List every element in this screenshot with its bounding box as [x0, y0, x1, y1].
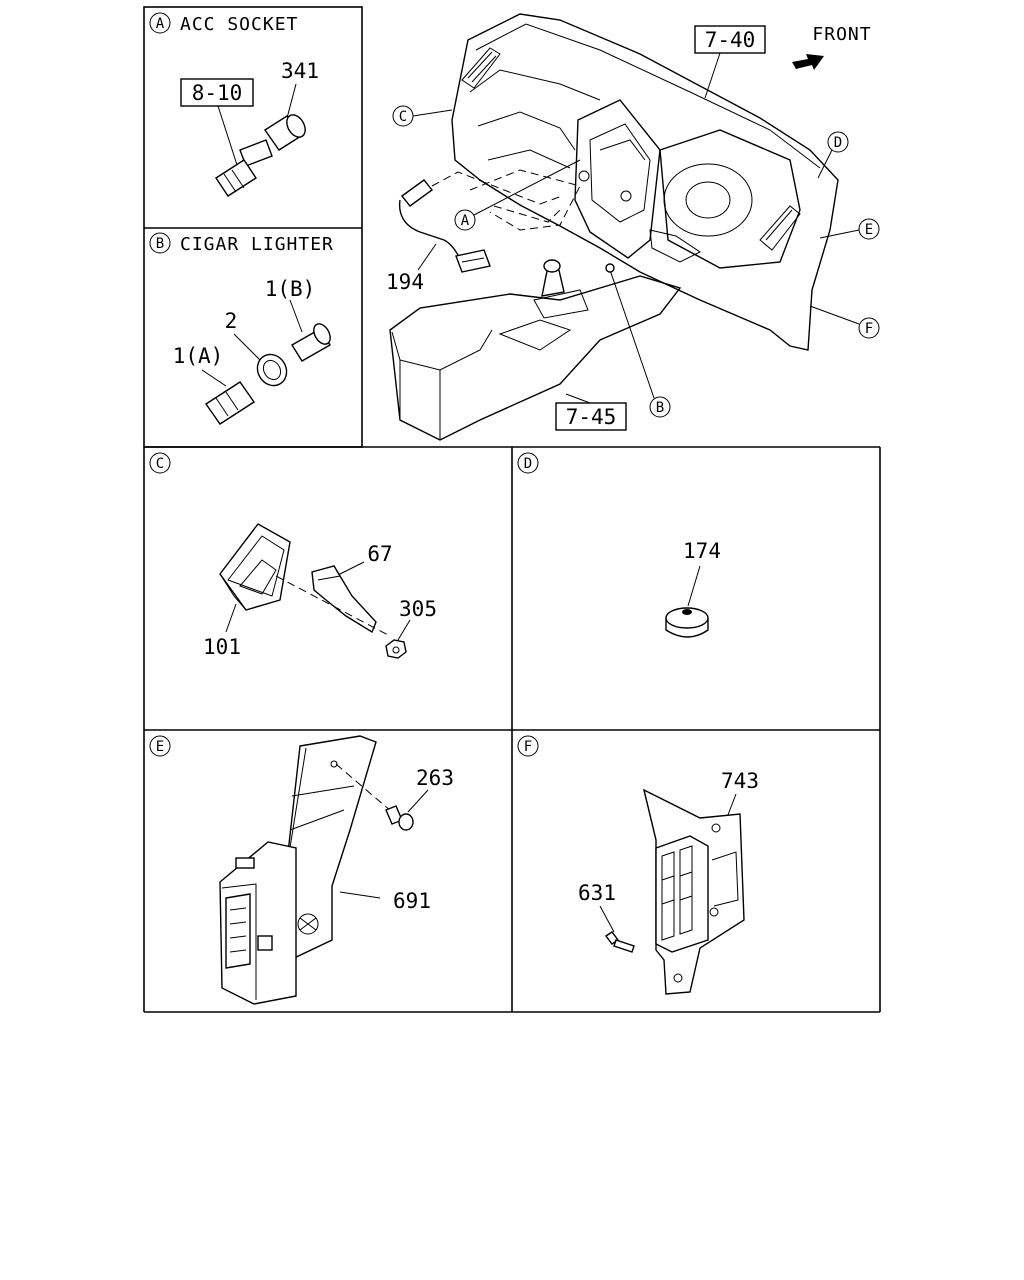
- part-1b-label: 1(B): [265, 277, 316, 301]
- panel-d-letter: D: [524, 456, 532, 472]
- panel-b-title: CIGAR LIGHTER: [180, 234, 334, 255]
- part-174-label: 174: [683, 539, 721, 563]
- callout-e: E: [865, 222, 873, 238]
- part-194-label: 194: [386, 270, 424, 294]
- ref-7-45: 7-45: [566, 405, 617, 429]
- panel-cigar-lighter: B CIGAR LIGHTER 1(B) 2 1(A): [149, 232, 334, 425]
- relay-unit-743-illustration: [642, 788, 745, 995]
- panel-acc-socket: A ACC SOCKET 8-10 341: [149, 12, 319, 197]
- part-101-label: 101: [203, 635, 241, 659]
- grommet-174-illustration: [665, 607, 709, 638]
- panel-c: C 67 305 101: [149, 452, 437, 659]
- panel-f-letter: F: [524, 739, 532, 755]
- acc-socket-illustration: [215, 114, 306, 197]
- panel-a-title: ACC SOCKET: [180, 14, 298, 35]
- nut-305-illustration: [385, 639, 407, 659]
- ref-8-10: 8-10: [192, 81, 243, 105]
- part-1a-label: 1(A): [173, 344, 224, 368]
- part-631-label: 631: [578, 881, 616, 905]
- part-305-label: 305: [399, 597, 437, 621]
- panel-c-letter: C: [156, 456, 164, 472]
- front-arrow-icon: [792, 54, 824, 70]
- panel-frames: [143, 6, 881, 1013]
- panel-f: F 743 631: [517, 735, 759, 995]
- panel-a-letter: A: [156, 16, 165, 32]
- part-743-label: 743: [721, 769, 759, 793]
- panel-d: D 174: [517, 452, 721, 638]
- control-unit-691-illustration: [219, 841, 319, 1005]
- front-label: FRONT: [812, 24, 871, 45]
- callout-a: A: [461, 213, 470, 229]
- panel-b-letter: B: [156, 236, 164, 252]
- ref-7-40: 7-40: [705, 28, 756, 52]
- dashboard-overview: FRONT 7-40: [386, 13, 880, 441]
- bracket-67-illustration: [311, 565, 377, 634]
- part-2-label: 2: [225, 309, 238, 333]
- part-263-label: 263: [416, 766, 454, 790]
- callout-f: F: [865, 321, 873, 337]
- panel-e: E 263 691: [149, 735, 454, 1005]
- callout-c: C: [399, 109, 407, 125]
- part-67-label: 67: [367, 542, 392, 566]
- part-341-label: 341: [281, 59, 319, 83]
- callout-d: D: [834, 135, 842, 151]
- cigar-lighter-illustration: [205, 323, 331, 425]
- callout-b: B: [656, 400, 664, 416]
- part-691-label: 691: [393, 889, 431, 913]
- bolt-263-illustration: [385, 805, 414, 831]
- bolt-631-illustration: [604, 931, 635, 953]
- control-unit-101-illustration: [219, 523, 291, 611]
- panel-e-letter: E: [156, 739, 164, 755]
